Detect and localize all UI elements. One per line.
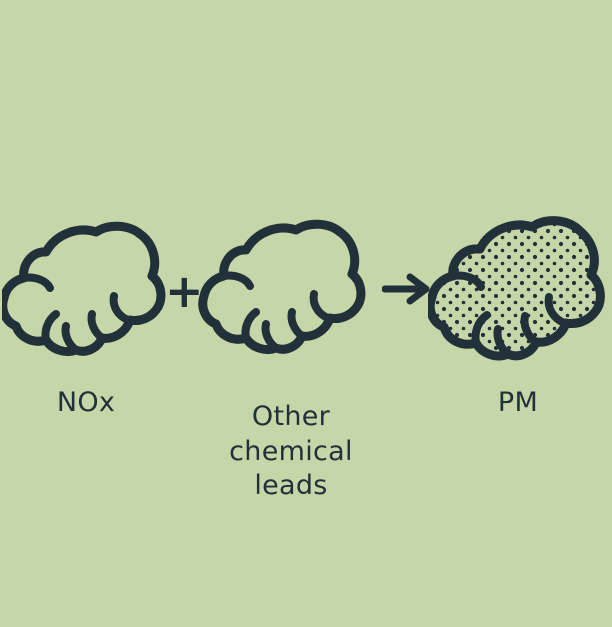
arrow-right-icon xyxy=(381,273,430,305)
node-label-other-line3: leads xyxy=(254,470,328,502)
node-label-nox: NOx xyxy=(56,387,116,418)
cloud-outline-icon xyxy=(198,219,366,355)
plus-operator: + xyxy=(165,264,204,318)
cloud-outline-icon xyxy=(0,221,166,357)
node-other xyxy=(198,218,373,358)
arrow-operator xyxy=(381,272,432,310)
cloud-dotted-icon xyxy=(425,216,605,361)
node-label-pm: PM xyxy=(497,387,539,418)
node-label-other: Other chemical leads xyxy=(196,400,386,504)
node-nox xyxy=(0,218,170,358)
node-label-other-line2: chemical xyxy=(229,435,353,467)
node-label-other-line1: Other xyxy=(251,401,331,432)
node-pm xyxy=(425,215,608,361)
